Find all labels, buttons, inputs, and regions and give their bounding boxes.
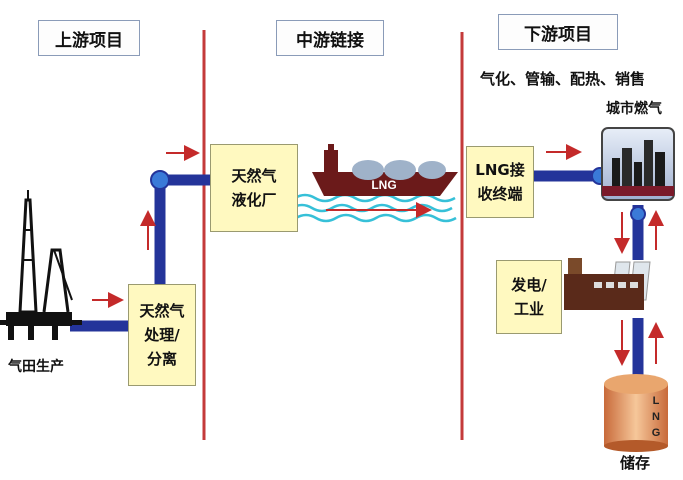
liquefaction-line-2: 液化厂 [231, 191, 277, 209]
processing-line-1: 天然气 [139, 302, 185, 320]
flow-arrows [92, 144, 664, 366]
processing-line-3: 分离 [146, 350, 177, 368]
terminal-line-1: LNG接 [475, 161, 525, 179]
pipe-joint-icon [630, 206, 646, 222]
power-line-2: 工业 [513, 300, 544, 318]
pipe-joint-icon [150, 170, 170, 190]
oil-rig-icon [0, 190, 82, 340]
power-line-1: 发电/ [511, 276, 547, 294]
city-skyline-icon [601, 127, 675, 201]
lng-ship-icon: LNG [312, 144, 458, 196]
downstream-uses-label: 气化、管输、配热、销售 [480, 70, 646, 88]
tank-letter-g: G [652, 427, 661, 439]
water-waves [291, 193, 457, 223]
city-gas-label: 城市燃气 [606, 101, 662, 117]
tank-letter-l: L [653, 395, 660, 407]
tank-letter-n: N [652, 411, 660, 423]
ship-label: LNG [371, 178, 396, 192]
storage-tank-icon [604, 374, 668, 452]
processing-box: 天然气 处理/ 分离 [128, 284, 196, 386]
power-plant-icon [564, 258, 651, 310]
midstream-header: 中游链接 [276, 20, 384, 56]
upstream-header: 上游项目 [38, 20, 140, 56]
terminal-box: LNG接 收终端 [466, 146, 534, 218]
liquefaction-box: 天然气 液化厂 [210, 144, 298, 232]
downstream-header: 下游项目 [498, 14, 618, 50]
storage-label: 储存 [620, 454, 651, 472]
liquefaction-line-1: 天然气 [231, 167, 277, 185]
processing-line-2: 处理/ [144, 326, 180, 344]
terminal-line-2: 收终端 [477, 185, 523, 203]
power-box: 发电/ 工业 [496, 260, 562, 334]
gas-field-label: 气田生产 [8, 359, 64, 375]
